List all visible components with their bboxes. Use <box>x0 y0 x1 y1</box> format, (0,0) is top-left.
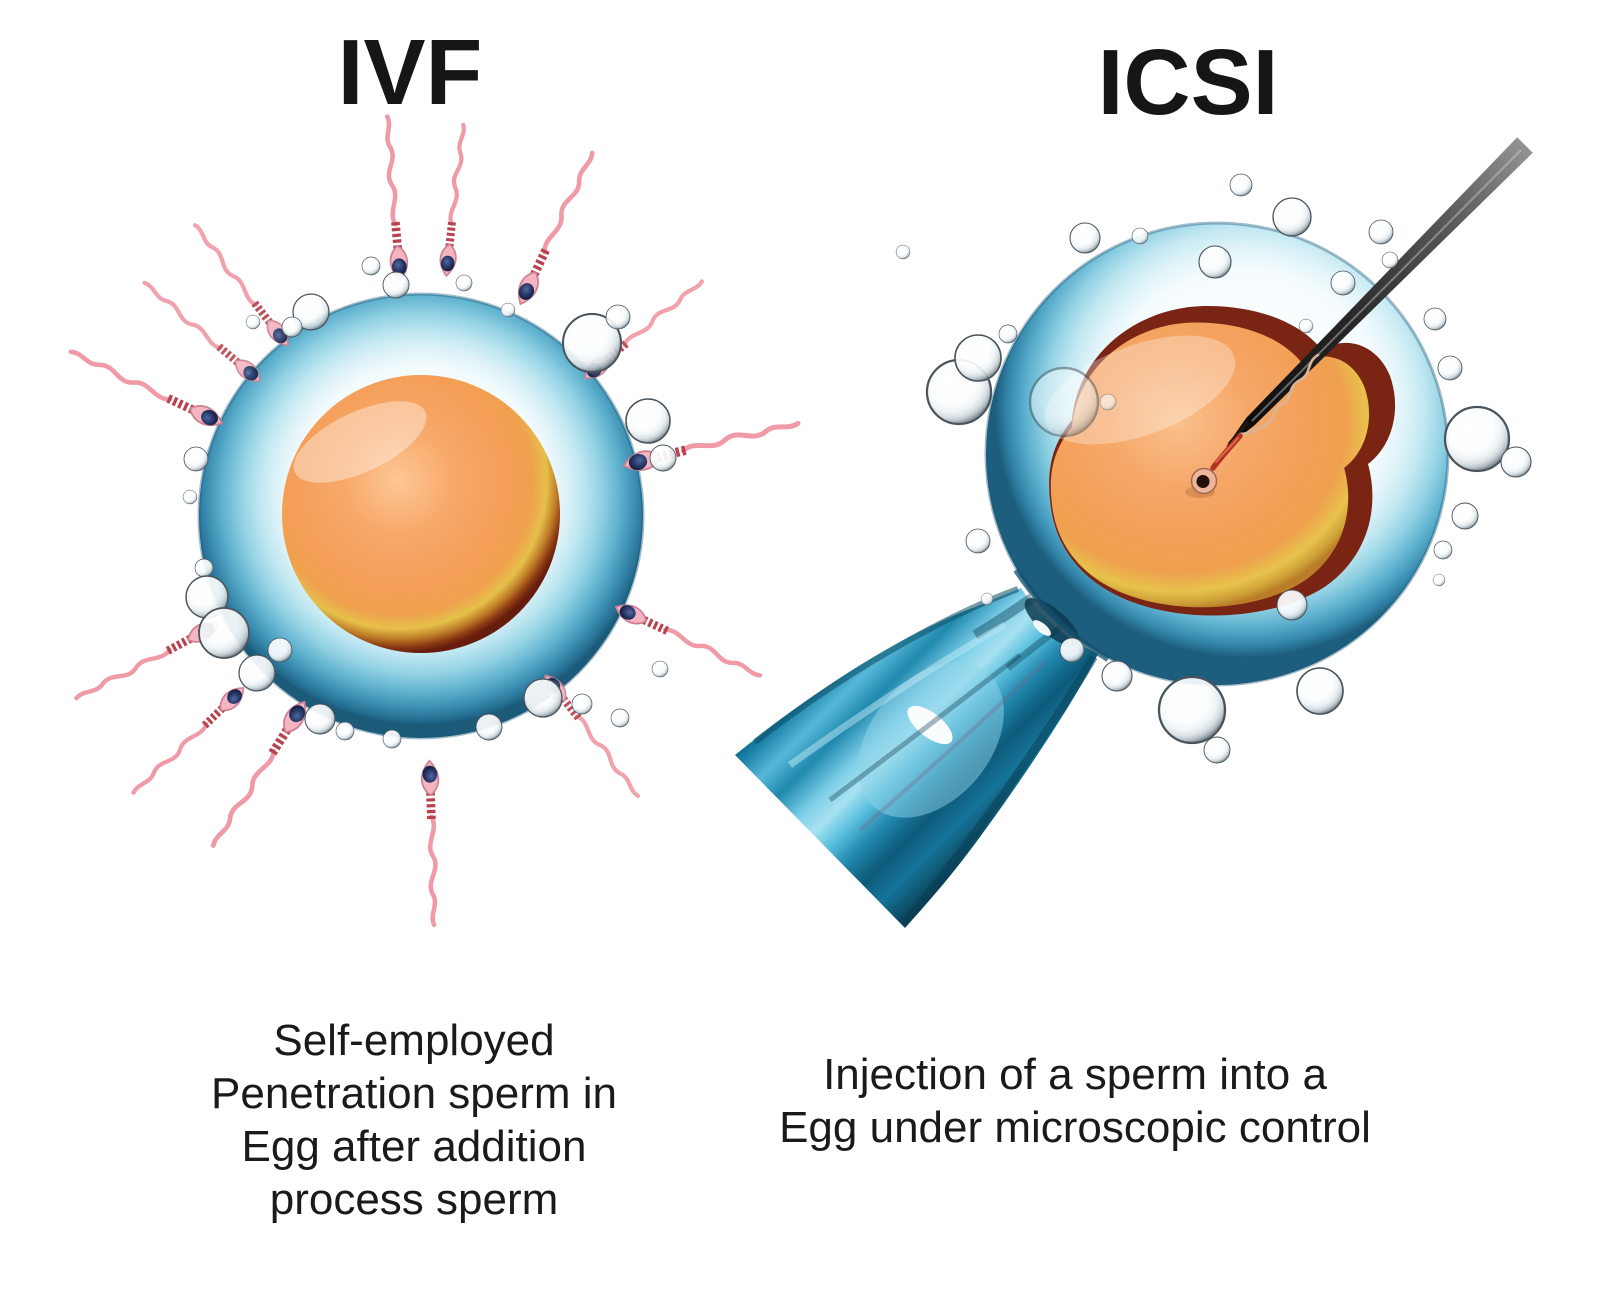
pipette-fold-sheen <box>858 660 1047 832</box>
bubble-icon <box>1198 245 1232 279</box>
bubble-icon <box>194 558 214 578</box>
bubble-icon <box>1368 219 1394 245</box>
bubble-icon <box>238 654 276 692</box>
bubble-icon <box>267 637 293 663</box>
sperm-cell-icon <box>207 697 312 851</box>
bubble-icon <box>649 444 677 472</box>
bubble-icon <box>571 693 593 715</box>
ivf-illustration <box>67 116 800 925</box>
bubble-icon <box>382 729 402 749</box>
bubble-icon <box>198 607 250 659</box>
icsi-caption: Injection of a sperm into a Egg under mi… <box>775 1048 1375 1154</box>
bubble-icon <box>361 256 381 276</box>
bubble-icon <box>1500 446 1532 478</box>
bubble-icon <box>1229 173 1253 197</box>
pipette-fold-highlight <box>787 621 1007 768</box>
sperm-cell-icon <box>421 760 443 925</box>
bubble-icon <box>1433 540 1453 560</box>
bubble-icon <box>1131 227 1149 245</box>
injected-sperm-tail <box>1238 353 1320 436</box>
bubble-icon <box>183 446 209 472</box>
bubble-icon <box>610 708 630 728</box>
egg-rim-over-pipette <box>1013 568 1110 662</box>
pipette-mouth-highlight <box>1033 620 1051 636</box>
needle-bevel-edge <box>1227 421 1250 445</box>
injection-needle <box>1185 137 1533 498</box>
bubble-icon <box>1272 197 1312 237</box>
sperm-cell-icon <box>378 116 409 281</box>
sperm-cell-icon <box>67 345 226 431</box>
bubble-icon <box>1296 667 1344 715</box>
caption-line: Injection of a sperm into a <box>823 1050 1327 1099</box>
pipette-mouth <box>1024 597 1080 647</box>
bubble-icon <box>1069 222 1101 254</box>
pipette-fold <box>828 653 1022 802</box>
bubble-icon <box>455 274 473 292</box>
bubble-icon <box>895 244 911 260</box>
bubble-icon <box>980 592 994 606</box>
bubble-icon <box>523 678 563 718</box>
bubble-icon <box>1099 393 1117 411</box>
caption-line: Penetration sperm in <box>211 1069 617 1118</box>
icsi-illustration <box>735 137 1533 928</box>
bubble-icon <box>500 302 516 318</box>
icsi-title: ICSI <box>1097 30 1279 134</box>
caption-line: Egg under microscopic control <box>779 1103 1371 1152</box>
caption-line: Egg after addition <box>241 1122 587 1171</box>
bubble-icon <box>1276 589 1308 621</box>
pipette-fold <box>901 654 1098 925</box>
bubble-icon <box>382 271 410 299</box>
bubble-icon <box>605 304 631 330</box>
bubble-icon <box>1101 660 1133 692</box>
bubble-icon <box>1059 637 1085 663</box>
bubble-icon <box>475 713 503 741</box>
bubble-icon <box>245 314 261 330</box>
caption-line: Self-employed <box>273 1016 555 1065</box>
injected-sperm-head-nucleus <box>1196 475 1210 488</box>
bubble-icon <box>281 316 303 338</box>
bubble-icon <box>651 660 669 678</box>
bubble-icon <box>1203 736 1231 764</box>
bubble-icon <box>1157 675 1227 745</box>
caption-line: process sperm <box>269 1175 559 1224</box>
bubble-icon <box>1443 405 1511 473</box>
sperm-cell-icon <box>129 682 249 799</box>
egg-outer-rim-line <box>197 292 645 740</box>
bubble-icon <box>1451 502 1479 530</box>
bubble-icon <box>1437 355 1463 381</box>
bubble-icon <box>625 398 671 444</box>
bubble-icon <box>954 334 1002 382</box>
holding-pipette <box>735 568 1110 928</box>
bubble-icon <box>1330 270 1356 296</box>
bubble-icon <box>1381 251 1399 269</box>
needle-shaft <box>1226 137 1533 448</box>
bubble-icon <box>335 721 355 741</box>
bubble-icon <box>182 489 198 505</box>
bubble-icon <box>1298 318 1314 334</box>
bubble-icon <box>1028 366 1100 438</box>
injected-sperm-midpiece-highlight <box>1215 437 1239 463</box>
bubble-icon <box>304 703 336 735</box>
egg-nucleus <box>282 375 560 653</box>
ivf-caption: Self-employed Penetration sperm in Egg a… <box>114 1014 714 1226</box>
sperm-cell-icon <box>612 600 763 682</box>
sperm-cell-icon <box>513 149 599 308</box>
needle-highlight <box>1251 149 1522 422</box>
bubble-icon <box>998 324 1018 344</box>
egg-nucleus-highlight <box>293 401 427 483</box>
bubble-icon <box>1423 307 1447 331</box>
bubble-icon <box>1432 573 1446 587</box>
sperm-cell-icon <box>439 124 470 277</box>
ivf-title: IVF <box>337 20 483 124</box>
bubble-icon <box>965 528 991 554</box>
pipette-inner-glow <box>858 662 1004 818</box>
pipette-highlight <box>907 705 953 745</box>
